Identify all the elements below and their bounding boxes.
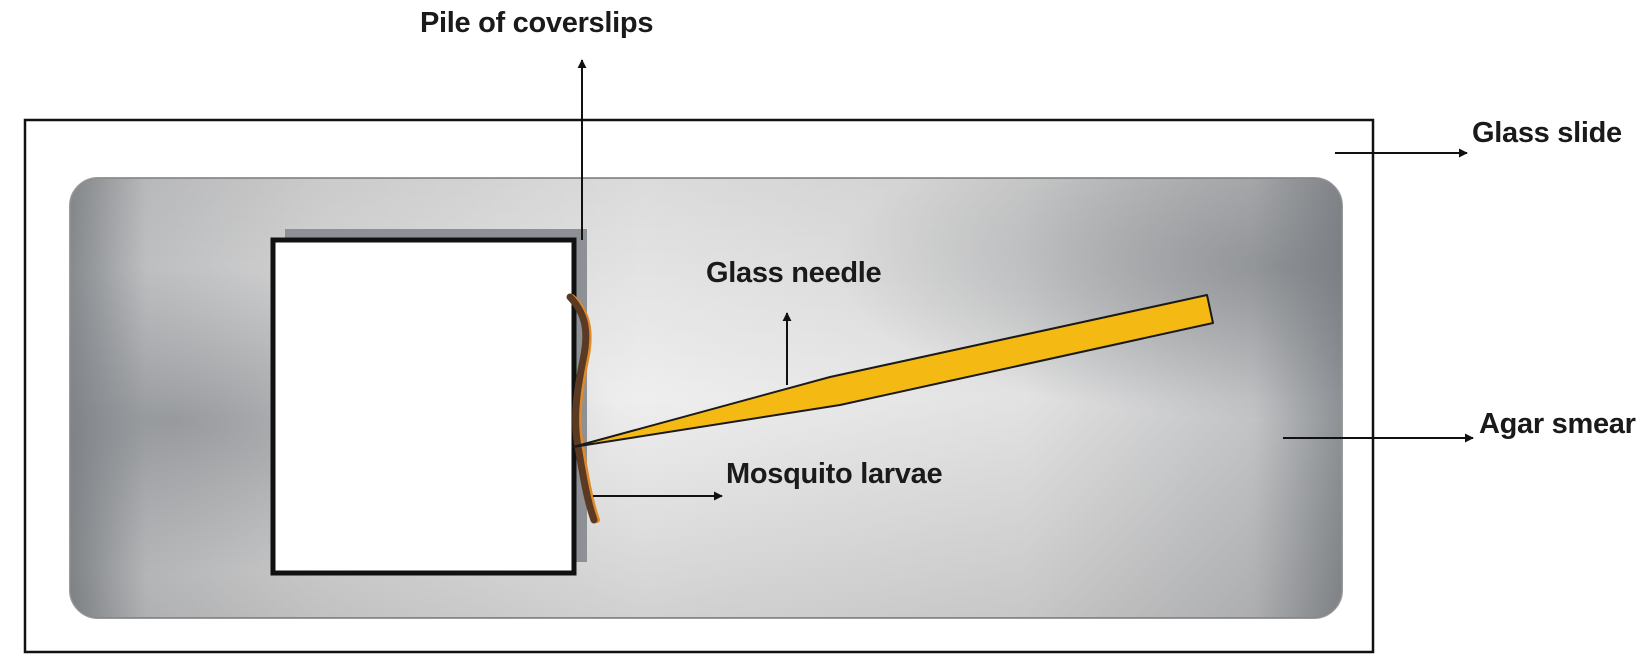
label-glass-slide: Glass slide [1472,117,1622,149]
annotation-arrows [577,59,1474,501]
label-pile-of-coverslips: Pile of coverslips [420,7,653,39]
mosquito-larva [566,293,600,524]
coverslip-pile [270,229,587,576]
label-agar-smear: Agar smear [1479,408,1636,440]
glass-needle [572,294,1214,448]
label-mosquito-larvae: Mosquito larvae [726,458,942,490]
label-glass-needle: Glass needle [706,257,881,289]
agar-smear [69,177,1343,619]
